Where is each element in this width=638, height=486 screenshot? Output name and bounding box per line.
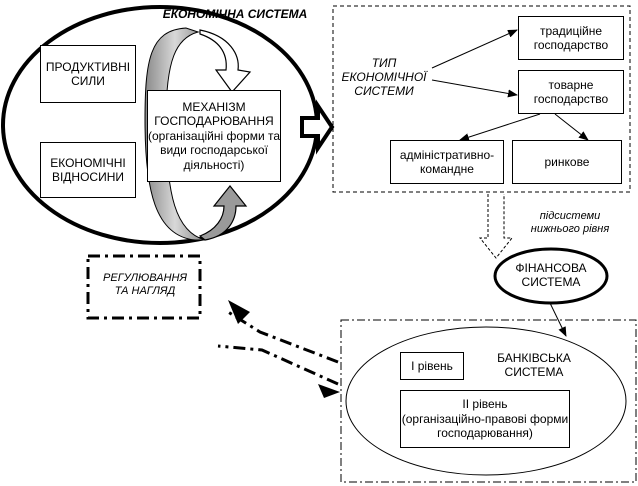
- arrow-to-administrative: [459, 113, 541, 142]
- mechanism-title: МЕХАНІЗМ ГОСПОДАРЮВАННЯ: [154, 100, 274, 129]
- arrow-to-market: [554, 113, 589, 141]
- circulation-ring-icon: [144, 27, 252, 241]
- administrative-economy-box: адміністративно-командне: [390, 140, 504, 184]
- banking-level1-box: І рівень: [400, 352, 464, 380]
- subsystem-down-arrow: [478, 194, 514, 259]
- market-economy-box: ринкове: [512, 140, 622, 184]
- banking-level2-detail: (організаційно-правові форми господарюва…: [401, 411, 569, 441]
- system-to-type-arrow: [300, 99, 335, 155]
- regulation-label: РЕГУЛЮВАННЯ ТА НАГЛЯД: [103, 272, 187, 297]
- subsystems-label: підсистеми нижнього рівня: [530, 210, 610, 235]
- productive-forces-label: ПРОДУКТИВНІ СИЛИ: [45, 59, 131, 88]
- economic-relations-label: ЕКОНОМІЧНІ ВІДНОСИНИ: [50, 155, 126, 184]
- regulation-frame: [86, 254, 202, 320]
- mechanism-box: МЕХАНІЗМ ГОСПОДАРЮВАННЯ (організаційні ф…: [147, 90, 281, 182]
- productive-forces-box: ПРОДУКТИВНІ СИЛИ: [40, 45, 136, 103]
- banking-system-title: БАНКІВСЬКА СИСТЕМА: [497, 351, 571, 379]
- financial-system-ellipse: [493, 247, 609, 305]
- economic-relations-box: ЕКОНОМІЧНІ ВІДНОСИНИ: [40, 142, 136, 198]
- system-type-title: ТИП ЕКОНОМІЧНОЇ СИСТЕМИ: [341, 56, 427, 98]
- regulation-arrowhead: [228, 300, 250, 324]
- economic-system-title: ЕКОНОМІЧНА СИСТЕМА: [162, 7, 308, 21]
- system-type-frame: [332, 5, 631, 193]
- administrative-economy-label: адміністративно-командне: [399, 147, 495, 176]
- banking-level1-label: І рівень: [411, 358, 453, 373]
- financial-to-banking-arrow: [549, 302, 567, 337]
- regulation-banking-link: [217, 308, 339, 386]
- market-economy-label: ринкове: [544, 154, 590, 169]
- commodity-economy-label: товарне господарство: [533, 77, 609, 106]
- banking-level2-box: ІІ рівень (організаційно-правові форми г…: [400, 390, 570, 448]
- banking-system-frame: [340, 319, 637, 483]
- traditional-economy-box: традиційне господарство: [518, 16, 624, 60]
- banking-level2-title: ІІ рівень: [462, 397, 508, 412]
- arrow-to-traditional: [431, 29, 518, 69]
- mechanism-detail: (організаційні форми та види господарськ…: [148, 128, 281, 172]
- arrow-to-commodity: [431, 79, 518, 98]
- banking-arrowhead: [318, 384, 340, 398]
- traditional-economy-label: традиційне господарство: [533, 23, 609, 52]
- financial-system-label: ФІНАНСОВА СИСТЕМА: [515, 261, 587, 289]
- commodity-economy-box: товарне господарство: [518, 70, 624, 114]
